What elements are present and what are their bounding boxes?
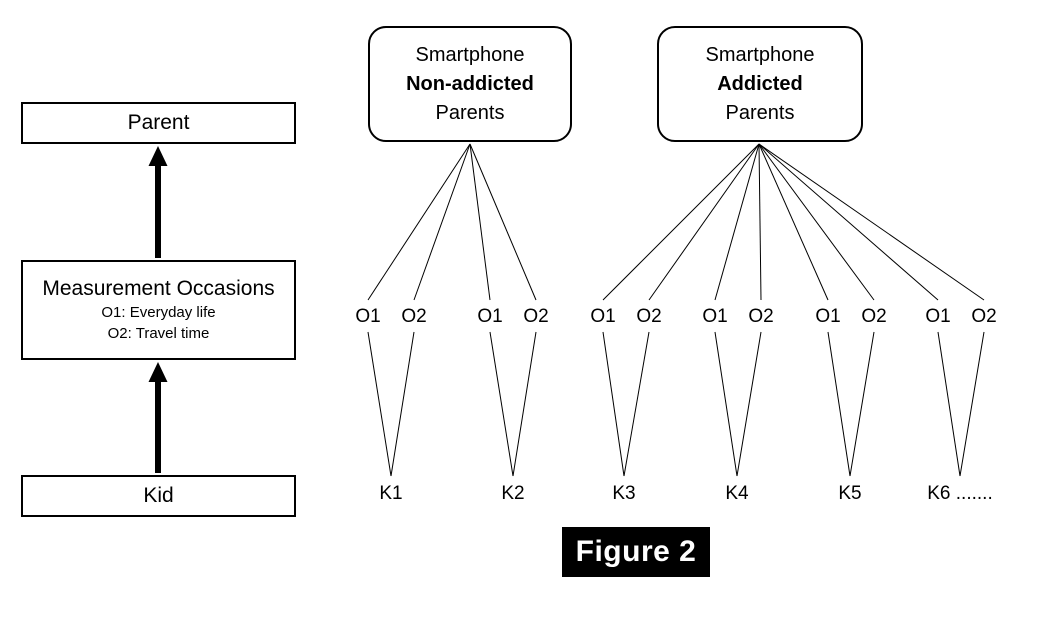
edge-K5-from-O1: [827, 331, 851, 477]
group-non-addicted-line-2: Non-addicted: [406, 72, 534, 95]
edge-K3-from-O2: [623, 331, 650, 477]
group-addicted-line-3: Parents: [725, 101, 795, 124]
node-measurement-subline-o2: O2: Travel time: [107, 325, 210, 342]
occasion-label-K5-O1: O1: [815, 306, 841, 327]
legend-arrow-1: [148, 146, 168, 258]
occasion-label-K4-O1: O1: [702, 306, 728, 327]
edge-non-addicted-to-K1-O2: [413, 143, 471, 301]
group-box-addicted: Smartphone Addicted Parents: [657, 26, 863, 142]
node-measurement-subline-o1: O1: Everyday life: [101, 304, 216, 321]
edge-addicted-to-K4-O1: [714, 143, 760, 301]
kid-label-K2: K2: [501, 483, 525, 504]
edge-non-addicted-to-K2-O2: [469, 143, 537, 301]
node-parent: Parent: [21, 102, 296, 144]
occasion-label-K2-O2: O2: [523, 306, 549, 327]
edge-addicted-to-K5-O2: [758, 143, 875, 301]
occasion-label-K4-O2: O2: [748, 306, 774, 327]
occasion-label-K3-O2: O2: [636, 306, 662, 327]
occasion-label-K2-O1: O1: [477, 306, 503, 327]
node-measurement-title: Measurement Occasions: [42, 277, 275, 300]
node-kid: Kid: [21, 475, 296, 517]
node-parent-title: Parent: [127, 111, 190, 134]
kid-label-K5: K5: [838, 483, 862, 504]
kid-label-K1: K1: [379, 483, 403, 504]
legend-arrow-2: [148, 362, 168, 473]
kid-label-K4: K4: [725, 483, 749, 504]
occasion-label-K5-O2: O2: [861, 306, 887, 327]
occasion-label-K6-O2: O2: [971, 306, 997, 327]
group-non-addicted-line-1: Smartphone: [415, 43, 525, 66]
edge-K4-from-O1: [714, 331, 738, 477]
edge-K1-from-O1: [367, 331, 392, 477]
kid-label-K6: K6 .......: [927, 483, 993, 504]
occasion-label-K6-O1: O1: [925, 306, 951, 327]
edge-K3-from-O1: [602, 331, 625, 477]
edge-addicted-to-K6-O2: [758, 143, 985, 301]
group-addicted-line-2: Addicted: [717, 72, 803, 95]
edge-K4-from-O2: [736, 331, 762, 477]
edge-K2-from-O2: [512, 331, 537, 477]
group-box-non-addicted: Smartphone Non-addicted Parents: [368, 26, 572, 142]
occasion-label-K1-O1: O1: [355, 306, 381, 327]
edge-addicted-to-K4-O2: [758, 143, 762, 301]
edge-addicted-to-K5-O1: [758, 143, 829, 301]
figure-caption: Figure 2: [562, 527, 710, 577]
edge-addicted-to-K6-O1: [758, 143, 939, 301]
edge-K2-from-O1: [489, 331, 514, 477]
edge-K6-from-O2: [959, 331, 985, 477]
kid-label-K3: K3: [612, 483, 636, 504]
edge-K1-from-O2: [390, 331, 415, 477]
edge-addicted-to-K3-O1: [602, 143, 760, 301]
edge-K5-from-O2: [849, 331, 875, 477]
edge-K6-from-O1: [937, 331, 961, 477]
occasion-label-K3-O1: O1: [590, 306, 616, 327]
node-kid-title: Kid: [143, 484, 174, 507]
occasion-label-K1-O2: O2: [401, 306, 427, 327]
edge-addicted-to-K3-O2: [648, 143, 760, 301]
edge-non-addicted-to-K1-O1: [367, 143, 471, 301]
node-measurement-occasions: Measurement Occasions O1: Everyday life …: [21, 260, 296, 360]
group-non-addicted-line-3: Parents: [435, 101, 505, 124]
edge-non-addicted-to-K2-O1: [469, 143, 491, 301]
group-addicted-line-1: Smartphone: [705, 43, 815, 66]
